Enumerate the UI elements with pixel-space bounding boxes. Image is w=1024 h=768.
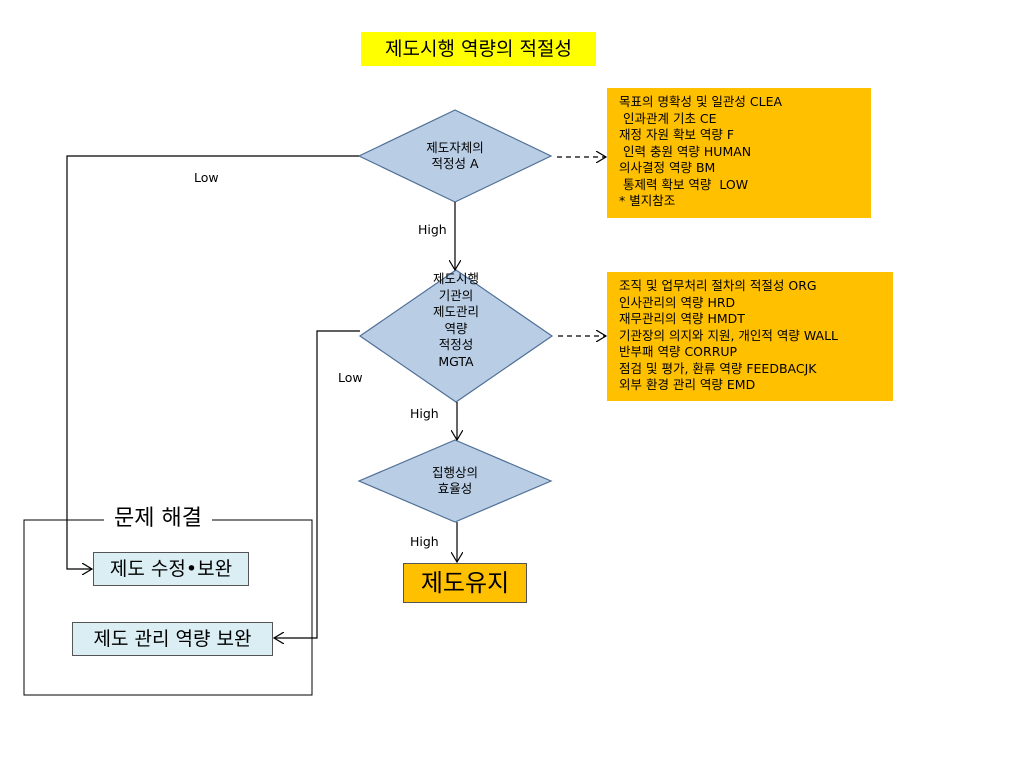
low-path-2 xyxy=(274,330,360,638)
criteria-2-line: 조직 및 업무처리 절차의 적절성 ORG xyxy=(619,278,817,293)
decision-diamond-1: 제도자체의 적정성 A xyxy=(395,130,515,182)
diamond-2-line-1: 제도시행 xyxy=(432,271,479,286)
diamond-1-line-2: 적정성 A xyxy=(431,156,479,171)
diagram-title: 제도시행 역량의 적절성 xyxy=(361,32,596,66)
criteria-1-line: 인력 충원 역량 HUMAN xyxy=(619,143,752,159)
low-path-1 xyxy=(66,155,359,569)
criteria-2-line: 외부 환경 관리 역량 EMD xyxy=(619,377,756,392)
criteria-2-line: 재무관리의 역량 HMDT xyxy=(619,311,745,326)
diamond-1-line-1: 제도자체의 xyxy=(426,140,484,155)
edge-label-low-2: Low xyxy=(338,370,363,385)
criteria-2-line: 점검 및 평가, 환류 역량 FEEDBACJK xyxy=(619,360,817,376)
decision-diamond-3-shape xyxy=(357,439,553,523)
criteria-1-line: 목표의 명확성 및 일관성 CLEA xyxy=(619,94,783,109)
edge-label-low-1: Low xyxy=(194,170,219,185)
diamond-3-line-1: 집행상의 xyxy=(431,465,478,480)
diamond-2-line-3: 제도관리 xyxy=(432,304,479,319)
management-capacity-box: 제도 관리 역량 보완 xyxy=(72,622,273,656)
decision-diamond-2: 제도시행 기관의 제도관리 역량 적정성 MGTA xyxy=(396,271,516,377)
criteria-box-1: 목표의 명확성 및 일관성 CLEA 인과관계 기초 CE 재정 자원 확보 역… xyxy=(607,88,871,218)
criteria-1-line: 의사결정 역량 BM xyxy=(619,160,716,175)
keep-system-box: 제도유지 xyxy=(403,563,527,603)
edge-label-high-3: High xyxy=(410,534,439,549)
revise-system-box: 제도 수정•보완 xyxy=(93,552,249,586)
diamond-2-line-6: MGTA xyxy=(438,353,474,369)
diamond-2-line-4: 역량 xyxy=(444,320,468,336)
criteria-1-line: 인과관계 기초 CE xyxy=(619,110,717,126)
diamond-2-line-5: 적정성 xyxy=(438,337,474,352)
diamond-2-line-2: 기관의 xyxy=(438,287,474,303)
decision-diamond-2-shape xyxy=(358,269,554,403)
diamond-3-line-2: 효율성 xyxy=(437,481,473,496)
criteria-2-line: 기관장의 의지와 지원, 개인적 역량 WALL xyxy=(619,327,838,343)
criteria-1-line: 통제력 확보 역량 LOW xyxy=(619,176,749,192)
problem-group-title: 문제 해결 xyxy=(104,505,212,533)
criteria-1-line: 재정 자원 확보 역량 F xyxy=(619,127,735,142)
criteria-box-2: 조직 및 업무처리 절차의 적절성 ORG 인사관리의 역량 HRD 재무관리의… xyxy=(607,272,893,401)
edge-label-high-1: High xyxy=(418,222,447,237)
criteria-2-line: 인사관리의 역량 HRD xyxy=(619,294,736,310)
criteria-2-line: 반부패 역량 CORRUP xyxy=(619,344,738,359)
criteria-1-line: * 별지참조 xyxy=(619,193,676,208)
decision-diamond-3: 집행상의 효율성 xyxy=(395,462,515,500)
edge-label-high-2: High xyxy=(410,406,439,421)
